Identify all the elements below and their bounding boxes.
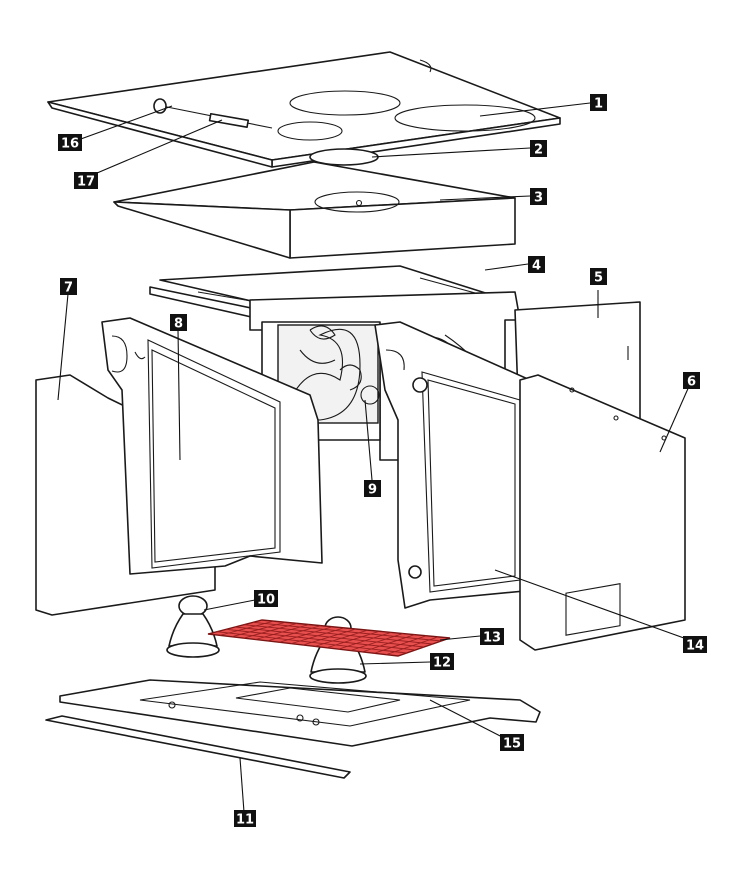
svg-text:10: 10	[257, 593, 275, 608]
callout-10: 10	[254, 590, 278, 608]
callout-4: 4	[528, 256, 545, 274]
front-left-leg	[166, 595, 220, 658]
callout-1: 1	[590, 94, 607, 112]
callout-7: 7	[60, 278, 77, 296]
callout-12: 12	[430, 653, 454, 671]
ash-grate	[207, 619, 451, 657]
base-plate	[59, 679, 541, 747]
svg-text:4: 4	[532, 259, 541, 274]
svg-text:9: 9	[368, 483, 377, 498]
callout-3: 3	[530, 188, 547, 206]
callout-14: 14	[683, 636, 707, 654]
callout-15: 15	[500, 734, 524, 752]
svg-text:14: 14	[686, 639, 704, 654]
callout-16: 16	[58, 134, 82, 152]
callout-5: 5	[590, 268, 607, 286]
right-side-panel	[519, 374, 686, 651]
callout-2: 2	[530, 140, 547, 158]
svg-text:17: 17	[77, 175, 95, 190]
svg-text:13: 13	[483, 631, 501, 646]
top-plate	[47, 51, 561, 168]
svg-text:12: 12	[433, 656, 451, 671]
svg-text:11: 11	[236, 813, 254, 828]
leader-lines	[57, 102, 696, 813]
svg-text:8: 8	[174, 317, 183, 332]
svg-text:16: 16	[61, 137, 79, 152]
callout-13: 13	[480, 628, 504, 646]
callout-11: 11	[234, 810, 256, 828]
svg-text:6: 6	[687, 375, 696, 390]
front-trim-strip	[45, 715, 351, 779]
callout-17: 17	[74, 172, 98, 190]
svg-text:2: 2	[534, 143, 543, 158]
callout-8: 8	[170, 314, 187, 332]
left-side-casting	[101, 317, 323, 575]
baffle-box	[113, 161, 516, 259]
callout-9: 9	[364, 480, 381, 498]
loading-door	[374, 321, 536, 609]
svg-text:3: 3	[534, 191, 543, 206]
svg-text:7: 7	[64, 281, 73, 296]
callout-6: 6	[683, 372, 700, 390]
svg-text:5: 5	[594, 271, 603, 286]
svg-text:1: 1	[594, 97, 603, 112]
svg-text:15: 15	[503, 737, 521, 752]
